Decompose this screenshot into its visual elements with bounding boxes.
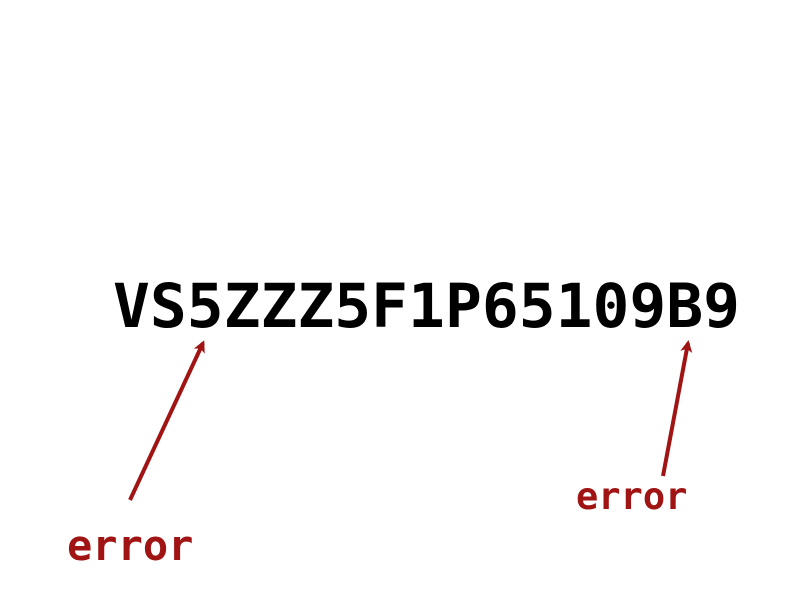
annotation-left: error <box>67 340 205 570</box>
error-label-left: error <box>67 521 193 570</box>
vin-code: VS5ZZZ5F1P65109B9 <box>113 271 740 342</box>
annotation-right: error <box>576 340 693 518</box>
error-label-right: error <box>576 475 687 518</box>
error-arrow-left <box>128 340 205 501</box>
error-arrow-right <box>661 340 693 477</box>
